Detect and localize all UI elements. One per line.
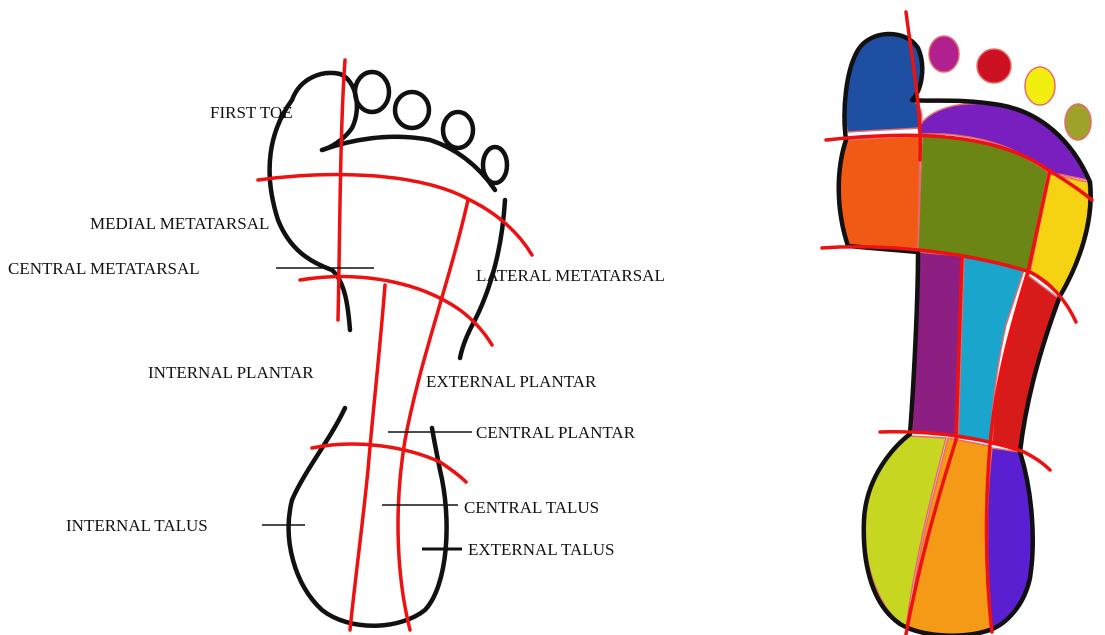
division-line-metatarsal-bottom xyxy=(300,277,492,345)
colored-foot-map xyxy=(822,12,1092,635)
division-line-central-vertical xyxy=(350,285,385,630)
region-toe-4 xyxy=(1025,67,1055,105)
label-internal-plantar: INTERNAL PLANTAR xyxy=(148,363,314,382)
foot-outline-big-toe xyxy=(292,73,357,150)
region-toe-2 xyxy=(929,36,959,72)
region-medial-metatarsal xyxy=(839,136,920,248)
region-toe-5 xyxy=(1065,104,1091,140)
division-line-lateral-vertical xyxy=(398,200,468,630)
label-external-plantar: EXTERNAL PLANTAR xyxy=(426,372,597,391)
outline-foot-diagram: FIRST TOE MEDIAL METATARSAL CENTRAL META… xyxy=(8,60,665,630)
label-internal-talus: INTERNAL TALUS xyxy=(66,516,208,535)
foot-outline-medial-arch xyxy=(289,408,447,626)
label-first-toe: FIRST TOE xyxy=(210,103,293,122)
label-central-plantar: CENTRAL PLANTAR xyxy=(476,423,636,442)
region-toe-3 xyxy=(977,49,1011,83)
label-medial-metatarsal: MEDIAL METATARSAL xyxy=(90,214,269,233)
label-external-talus: EXTERNAL TALUS xyxy=(468,540,614,559)
toe-4-outline xyxy=(443,112,473,148)
toe-2-outline xyxy=(355,72,389,112)
label-central-talus: CENTRAL TALUS xyxy=(464,498,599,517)
label-central-metatarsal: CENTRAL METATARSAL xyxy=(8,259,200,278)
label-lateral-metatarsal: LATERAL METATARSAL xyxy=(476,266,665,285)
toe-3-outline xyxy=(395,92,429,128)
